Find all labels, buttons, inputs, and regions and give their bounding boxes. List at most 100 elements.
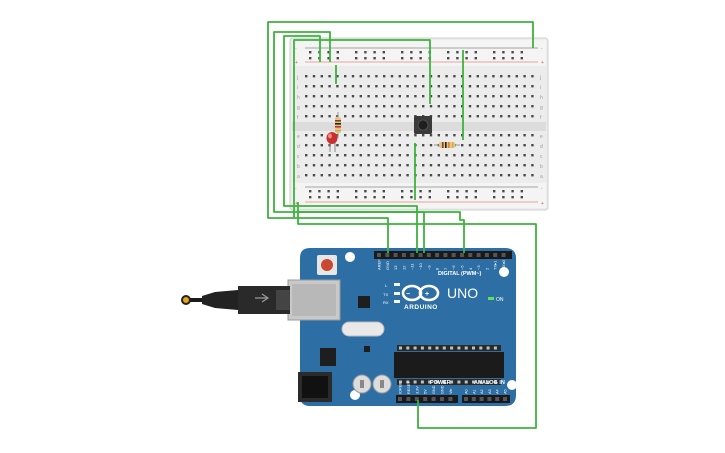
breadboard-hole[interactable] (406, 154, 409, 157)
breadboard-hole[interactable] (484, 154, 487, 157)
breadboard-hole[interactable] (401, 196, 404, 199)
breadboard-hole[interactable] (445, 164, 448, 167)
breadboard-hole[interactable] (398, 95, 401, 98)
breadboard-hole[interactable] (327, 51, 330, 54)
breadboard-hole[interactable] (507, 85, 511, 88)
breadboard-hole[interactable] (309, 57, 312, 60)
breadboard-hole[interactable] (312, 75, 316, 78)
breadboard-hole[interactable] (502, 57, 505, 60)
breadboard-hole[interactable] (312, 174, 316, 177)
breadboard-hole[interactable] (351, 174, 355, 177)
breadboard-hole[interactable] (511, 51, 514, 54)
breadboard-hole[interactable] (531, 105, 534, 108)
breadboard-hole[interactable] (390, 174, 394, 177)
breadboard-hole[interactable] (398, 134, 401, 137)
breadboard-hole[interactable] (523, 174, 526, 177)
breadboard-hole[interactable] (422, 154, 425, 157)
breadboard-hole[interactable] (320, 75, 323, 78)
wires[interactable] (267, 21, 537, 429)
breadboard-hole[interactable] (437, 134, 440, 137)
breadboard-hole[interactable] (406, 75, 409, 78)
breadboard-hole[interactable] (461, 164, 464, 167)
breadboard-hole[interactable] (445, 154, 448, 157)
breadboard-hole[interactable] (465, 57, 468, 60)
breadboard-hole[interactable] (474, 51, 477, 54)
breadboard-hole[interactable] (312, 134, 316, 137)
breadboard-hole[interactable] (351, 154, 355, 157)
breadboard-hole[interactable] (500, 164, 503, 167)
breadboard-hole[interactable] (465, 51, 468, 54)
digital-pin-socket[interactable] (393, 253, 398, 257)
breadboard-hole[interactable] (520, 190, 523, 193)
breadboard-hole[interactable] (437, 105, 440, 108)
breadboard-hole[interactable] (507, 95, 511, 98)
breadboard-hole[interactable] (309, 51, 312, 54)
breadboard-hole[interactable] (437, 174, 440, 177)
breadboard-hole[interactable] (312, 154, 316, 157)
breadboard-hole[interactable] (453, 174, 456, 177)
breadboard-hole[interactable] (484, 164, 487, 167)
breadboard-hole[interactable] (511, 196, 514, 199)
breadboard-hole[interactable] (351, 134, 355, 137)
breadboard-hole[interactable] (453, 95, 456, 98)
breadboard-hole[interactable] (445, 174, 448, 177)
breadboard-hole[interactable] (429, 134, 433, 137)
breadboard-hole[interactable] (367, 144, 370, 147)
breadboard-hole[interactable] (414, 85, 417, 88)
breadboard-hole[interactable] (375, 115, 378, 118)
power-pin-socket[interactable] (406, 397, 411, 401)
breadboard-hole[interactable] (531, 154, 534, 157)
breadboard-hole[interactable] (500, 154, 503, 157)
breadboard-hole[interactable] (344, 105, 347, 108)
digital-pin-socket[interactable] (377, 253, 381, 257)
breadboard-hole[interactable] (398, 154, 401, 157)
breadboard-hole[interactable] (493, 51, 496, 54)
breadboard-hole[interactable] (375, 174, 378, 177)
breadboard-hole[interactable] (531, 164, 534, 167)
breadboard-hole[interactable] (476, 85, 479, 88)
breadboard-hole[interactable] (414, 134, 417, 137)
breadboard-hole[interactable] (447, 196, 450, 199)
breadboard-hole[interactable] (493, 196, 496, 199)
breadboard-hole[interactable] (367, 95, 370, 98)
wire-led-to-pin9[interactable] (273, 31, 425, 253)
breadboard-hole[interactable] (375, 144, 378, 147)
breadboard-hole[interactable] (367, 164, 370, 167)
analog-pin-socket[interactable] (479, 397, 484, 401)
breadboard-hole[interactable] (484, 85, 487, 88)
breadboard-hole[interactable] (382, 51, 385, 54)
breadboard-hole[interactable] (428, 190, 431, 193)
breadboard-hole[interactable] (520, 57, 523, 60)
breadboard-hole[interactable] (445, 95, 448, 98)
breadboard-hole[interactable] (484, 144, 487, 147)
breadboard-hole[interactable] (320, 144, 323, 147)
breadboard-hole[interactable] (398, 164, 401, 167)
breadboard-hole[interactable] (351, 75, 355, 78)
breadboard-hole[interactable] (373, 57, 376, 60)
resistor-2[interactable] (434, 142, 460, 148)
breadboard-hole[interactable] (305, 75, 308, 78)
breadboard-hole[interactable] (531, 144, 534, 147)
breadboard-hole[interactable] (320, 95, 323, 98)
breadboard-hole[interactable] (437, 85, 440, 88)
breadboard-hole[interactable] (351, 115, 355, 118)
digital-pin-socket[interactable] (468, 253, 473, 257)
breadboard-hole[interactable] (375, 164, 378, 167)
breadboard-hole[interactable] (320, 174, 323, 177)
breadboard-hole[interactable] (359, 85, 362, 88)
digital-pin-header[interactable] (374, 251, 512, 259)
breadboard-hole[interactable] (468, 154, 472, 157)
breadboard-hole[interactable] (367, 75, 370, 78)
breadboard-hole[interactable] (419, 51, 422, 54)
breadboard-hole[interactable] (344, 174, 347, 177)
breadboard-hole[interactable] (328, 174, 331, 177)
breadboard-hole[interactable] (447, 57, 450, 60)
breadboard-hole[interactable] (515, 105, 518, 108)
digital-pin-socket[interactable] (426, 253, 431, 257)
breadboard-hole[interactable] (336, 164, 339, 167)
breadboard-hole[interactable] (515, 154, 518, 157)
breadboard-hole[interactable] (367, 105, 370, 108)
breadboard-hole[interactable] (484, 105, 487, 108)
breadboard-hole[interactable] (312, 85, 316, 88)
